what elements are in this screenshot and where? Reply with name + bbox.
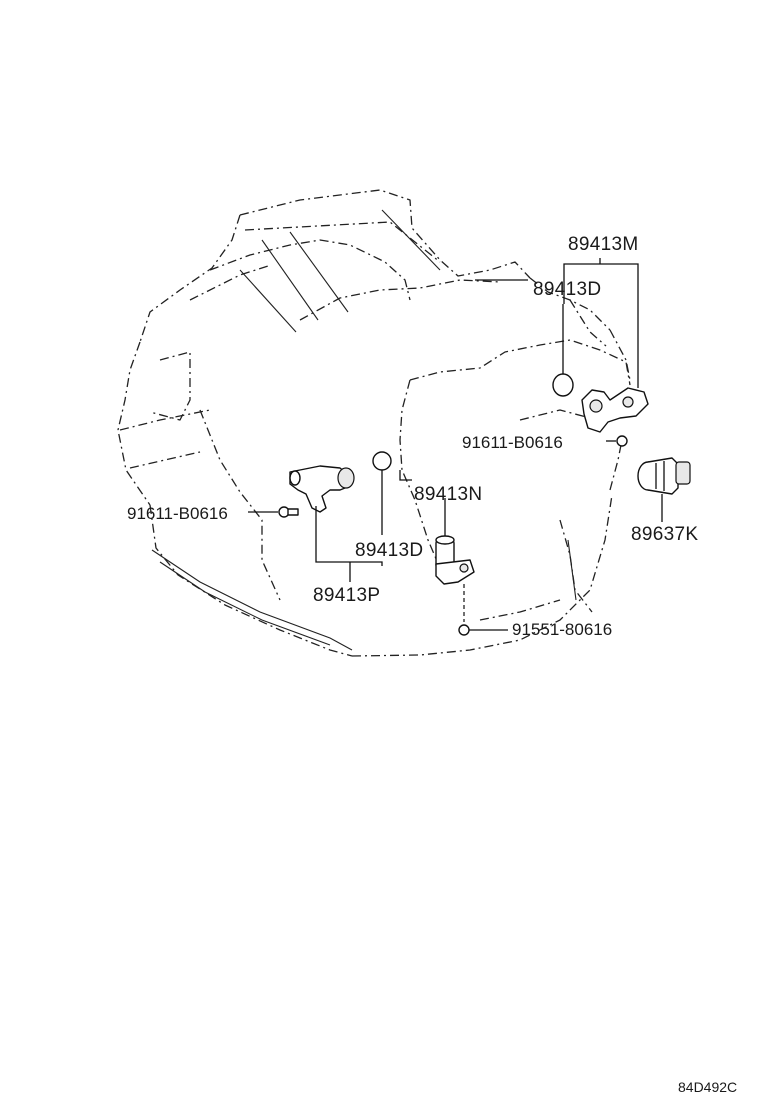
label-89413M: 89413M (568, 234, 638, 255)
bolt-91611-right (606, 435, 628, 447)
figure-code: 84D492C (678, 1079, 737, 1095)
label-89413D-mid: 89413D (355, 540, 423, 561)
transmission-housing-outline (117, 189, 631, 657)
label-91611-B0616-right: 91611-B0616 (462, 433, 563, 452)
sensor-89413P-group (248, 451, 392, 582)
label-91611-B0616-left: 91611-B0616 (127, 504, 228, 523)
bolt-91551 (458, 624, 508, 636)
bolt-91611-left (248, 506, 299, 518)
sensor-89413P (289, 465, 355, 513)
oring-89413D-top (552, 373, 574, 397)
oring-89413D-mid (372, 451, 392, 471)
sensor-89413N-group (399, 470, 508, 636)
switch-89637K-group (637, 457, 691, 522)
leader-89413P (315, 506, 383, 566)
label-91551-80616: 91551-80616 (512, 620, 612, 639)
sensor-89413M (581, 387, 649, 433)
label-89413P: 89413P (313, 585, 380, 606)
label-89637K: 89637K (631, 524, 698, 545)
label-89413D-top: 89413D (533, 279, 601, 300)
label-89413N: 89413N (414, 484, 482, 505)
sensor-89413N (435, 535, 475, 585)
switch-89637K (637, 457, 691, 495)
leader-89413N (399, 470, 412, 481)
sensor-89413M-group (552, 258, 649, 447)
leader-89413M (563, 263, 639, 388)
